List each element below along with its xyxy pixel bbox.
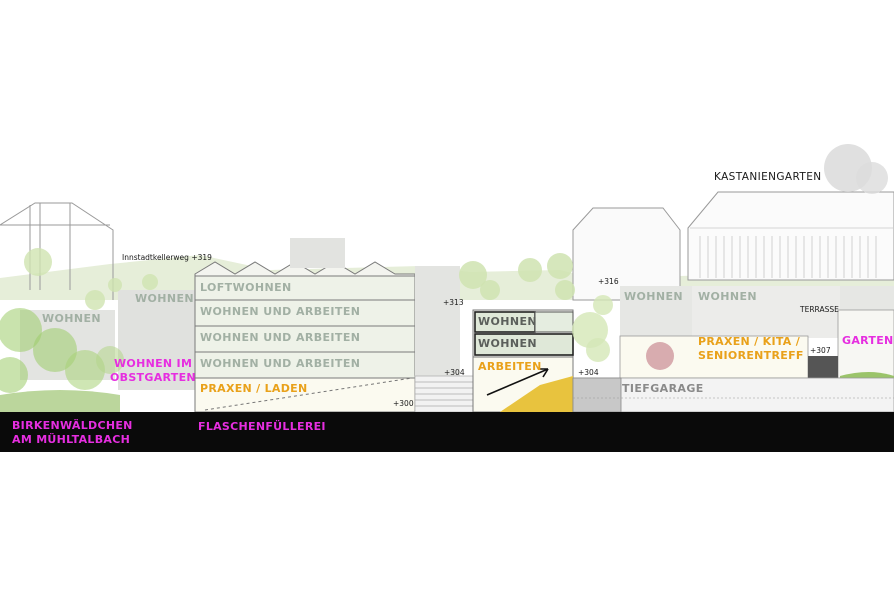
label-wohnen-left2: WOHNEN bbox=[42, 312, 102, 325]
level-304a: +304 bbox=[444, 368, 465, 377]
stairs-middle bbox=[414, 375, 474, 413]
label-wohnen-arbeiten-2: WOHNEN UND ARBEITEN bbox=[200, 331, 361, 344]
left-house-outline bbox=[0, 202, 114, 300]
level-316: +316 bbox=[598, 277, 619, 286]
label-praxen-laden: PRAXEN / LADEN bbox=[200, 382, 308, 395]
label-wohnen-im: WOHNEN IM bbox=[114, 357, 193, 370]
tiefgarage-dark bbox=[572, 377, 622, 413]
middle-wohnen-3 bbox=[534, 311, 574, 333]
red-tree bbox=[646, 342, 674, 370]
back-tower-2 bbox=[415, 266, 460, 376]
label-kastaniengarten: KASTANIENGARTEN bbox=[714, 171, 822, 183]
right-stair bbox=[808, 356, 838, 378]
trees-left bbox=[0, 248, 158, 412]
back-tower-1 bbox=[290, 238, 345, 268]
arrow-line bbox=[486, 368, 549, 396]
label-wohnen-arbeiten-3: WOHNEN UND ARBEITEN bbox=[200, 357, 361, 370]
tiefgarage-band bbox=[572, 377, 894, 413]
loftwohnen-floor bbox=[194, 275, 416, 301]
middle-back-house bbox=[572, 207, 681, 301]
label-birkenwaeldchen: BIRKENWÄLDCHEN bbox=[12, 419, 133, 432]
label-am-muehltalbach: AM MÜHLTALBACH bbox=[12, 433, 131, 446]
level-313: +313 bbox=[443, 298, 464, 307]
yellow-stair bbox=[500, 376, 573, 412]
kastaniengarten-building bbox=[687, 191, 894, 281]
level-307: +307 bbox=[810, 346, 831, 355]
label-wohnen-right-1: WOHNEN bbox=[624, 290, 684, 303]
label-wohnen-right-2: WOHNEN bbox=[698, 290, 758, 303]
arrow-head bbox=[538, 368, 549, 378]
label-seniorentreff: SENIORENTREFF bbox=[698, 349, 804, 362]
back-building-left bbox=[118, 290, 196, 390]
level-300: +300 bbox=[393, 399, 414, 408]
label-obstgarten: OBSTGARTEN bbox=[110, 371, 196, 384]
label-loftwohnen: LOFTWOHNEN bbox=[200, 281, 292, 294]
kastaniengarten-facade bbox=[690, 227, 894, 278]
label-wohnen-left: WOHNEN bbox=[135, 292, 195, 305]
right-wohnen-block-2 bbox=[692, 286, 840, 338]
level-304b: +304 bbox=[578, 368, 599, 377]
trees-middle bbox=[459, 253, 613, 362]
label-flaschenfuellerei: FLASCHENFÜLLEREI bbox=[198, 420, 326, 433]
label-praxen-kita: PRAXEN / KITA / bbox=[698, 335, 801, 348]
chestnut-tree-top-2 bbox=[856, 162, 888, 194]
label-tiefgarage: TIEFGARAGE bbox=[622, 382, 704, 395]
ground-slab bbox=[0, 412, 894, 452]
label-gartenh: GARTENH bbox=[842, 334, 894, 347]
label-arbeiten: ARBEITEN bbox=[478, 360, 542, 373]
floor-2 bbox=[194, 299, 416, 327]
floor-3 bbox=[194, 325, 416, 353]
ramp-dashed bbox=[204, 377, 413, 411]
label-terrasse: TERRASSE bbox=[800, 305, 839, 314]
label-wohnen-mid-1: WOHNEN bbox=[478, 315, 538, 328]
label-innstadtkellerweg: Innstadtkellerweg +319 bbox=[122, 253, 212, 262]
label-wohnen-mid-2: WOHNEN bbox=[478, 337, 538, 350]
label-wohnen-arbeiten-1: WOHNEN UND ARBEITEN bbox=[200, 305, 361, 318]
middle-wohnen-2 bbox=[474, 333, 574, 356]
